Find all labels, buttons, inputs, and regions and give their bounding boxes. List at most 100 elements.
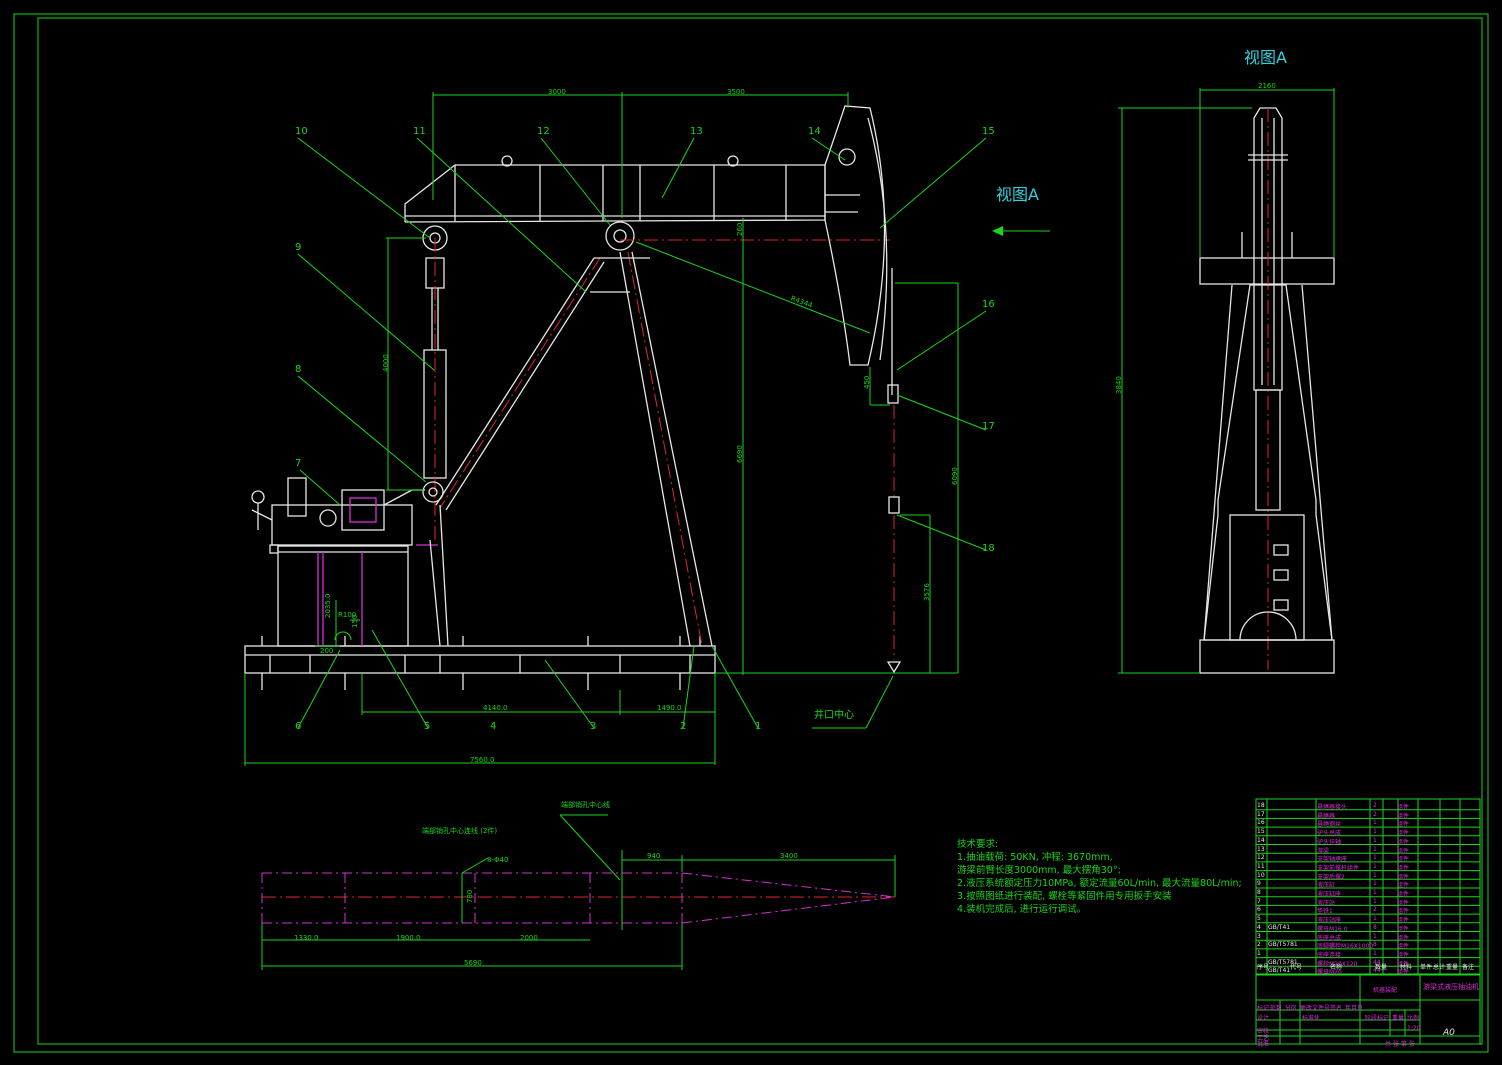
title-block-label: 重量 [1392,1015,1405,1022]
title-block-label: 标记 [1257,1005,1270,1012]
view-a-arrow-label: 视图A [996,185,1039,204]
bom-header-cell: 备注 [1462,964,1475,971]
part-label-2: 2 [680,721,687,732]
dim-stroke-small: 450 [863,375,871,389]
tech-line-4: 3.按照图纸进行装配, 螺栓等紧固件用专用扳手安装 [957,891,1172,902]
part-label-17: 17 [982,421,995,432]
title-block-label: 批准 [1257,1041,1270,1048]
detail-label-left: 端部销孔中心连线 (2件) [422,827,498,835]
part-label-6: 6 [295,721,302,732]
bom-cell: 组件 [1397,960,1410,968]
hydraulic-cylinder [416,225,448,546]
detail-dim-1330: 1330.0 [294,934,319,942]
bom-table [1255,798,1481,1045]
bom-cell: 组件 [1397,969,1410,977]
bom-cell: 1 [1373,845,1377,853]
walking-beam [404,155,890,241]
beam-detail-drawing [261,814,896,970]
title-block-label: 阶段标记 [1365,1015,1390,1022]
part-label-10: 10 [295,126,308,137]
bom-cell: 6 [1257,906,1261,914]
inner-frame [37,17,1483,1045]
bom-cell: 底座连接 [1317,951,1342,959]
bom-cell: 1 [1373,862,1377,870]
dim-lower-right: 3576 [923,583,931,601]
detail-dim-1900: 1900.0 [396,934,421,942]
bom-cell: 1 [1373,819,1377,827]
bom-header-cell: 序号 [1257,964,1270,971]
front-dimensions [244,92,959,766]
part-label-18: 18 [982,543,995,554]
bom-cell: 底座总成 [1317,934,1342,942]
bom-cell: 4 [1257,923,1261,931]
wellhead-center-label: 井口中心 [814,710,854,721]
bom-cell: 1 [1373,836,1377,844]
bom-cell: 11 [1257,862,1265,870]
bom-cell: 底脚螺栓M16X1000 [1317,943,1374,951]
detail-dim-5690: 5690 [464,959,482,967]
detail-dim-2000: 2000 [520,934,538,942]
tech-line-5: 4.装机完成后, 进行运行调试。 [957,904,1087,915]
bom-cell: 1 [1373,949,1377,957]
bom-cell: 12 [1257,854,1265,862]
part-label-9: 9 [295,242,302,253]
dim-link-length: 4000 [382,354,390,372]
bom-cell: 支架前撑杆组件 [1317,864,1360,872]
bom-cell: 10 [1257,871,1265,879]
bom-cell: 组件 [1397,917,1410,925]
bom-row: 11 支架前撑杆组件 1 组件 [1256,862,1480,872]
dim-base-1490: 1490.0 [657,704,682,712]
bom-header-cell: 名称 [1330,964,1343,971]
detail-dim-3400: 3400 [780,852,798,860]
bom-cell: 2 [1373,906,1377,914]
bom-cell: 15 [1257,828,1265,836]
bom-cell: 13 [1257,845,1265,853]
detail-dim-940: 940 [647,852,661,860]
bom-cell: 8 [1373,923,1377,931]
outer-frame [13,13,1489,1053]
part-label-4: 4 [490,721,497,732]
dim-base-7560: 7560.0 [470,756,495,764]
bom-cell: 组件 [1397,812,1410,820]
bom-cell: 组件 [1397,951,1410,959]
bom-cell: 螺母M20 [1317,969,1342,977]
dim-base-4140: 4140.0 [483,704,508,712]
bom-cell: 组件 [1397,873,1410,881]
title-block-sheet: A0 [1443,1028,1455,1038]
bom-header-cell: 总计 [1433,964,1446,971]
title-block-unit: 机器装配 [1373,987,1398,994]
tech-line-2: 游梁前臂长度3000mm, 最大摆角30°; [957,865,1121,876]
bom-cell: 1 [1373,828,1377,836]
center-bearing [605,221,635,251]
title-block-label: 分区 [1285,1005,1298,1012]
bom-cell: 18 [1257,802,1265,809]
front-view [244,92,1050,766]
part-label-5: 5 [424,721,431,732]
tech-line-1: 1.抽油载荷: 50KN, 冲程: 3670mm, [957,852,1113,863]
bom-cell: 组件 [1397,847,1410,855]
part-label-15: 15 [982,126,995,137]
bom-cell: 组件 [1397,908,1410,916]
part-label-1: 1 [755,721,762,732]
bom-cell: 2 [1373,810,1377,818]
bom-cell: GB/T41 [1268,967,1291,975]
title-block-label: 更改文件号 [1300,1005,1331,1012]
dim-side-height: 3840 [1115,376,1123,394]
bom-cell: 组件 [1397,864,1410,872]
bom-cell: 组件 [1397,943,1410,951]
